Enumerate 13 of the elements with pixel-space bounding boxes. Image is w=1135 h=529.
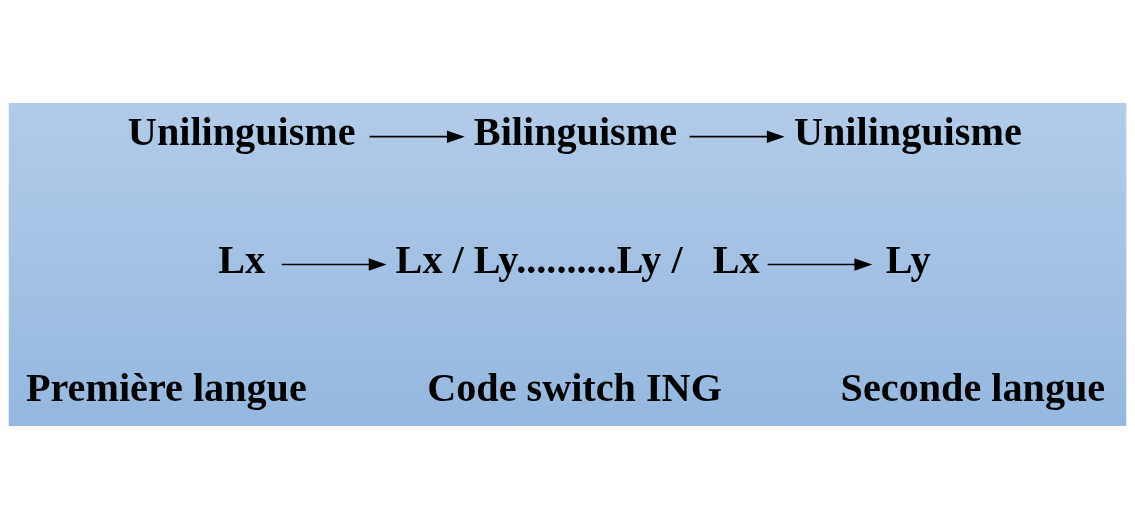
label: Première langue (25, 364, 307, 410)
node-text: Lx / Ly..........Ly / Lx (395, 236, 760, 282)
node-text: Unilinguisme (127, 109, 356, 155)
node-text: Unilinguisme (793, 109, 1022, 155)
node-text: Ly (885, 236, 931, 282)
label: Code switch ING (427, 364, 722, 410)
label: Seconde langue (840, 364, 1106, 410)
arrow (766, 258, 873, 271)
node-text: Lx (218, 236, 266, 282)
arrow (280, 258, 387, 271)
arrow (368, 130, 465, 143)
arrow (688, 130, 785, 143)
node-text: Bilinguisme (473, 109, 678, 155)
